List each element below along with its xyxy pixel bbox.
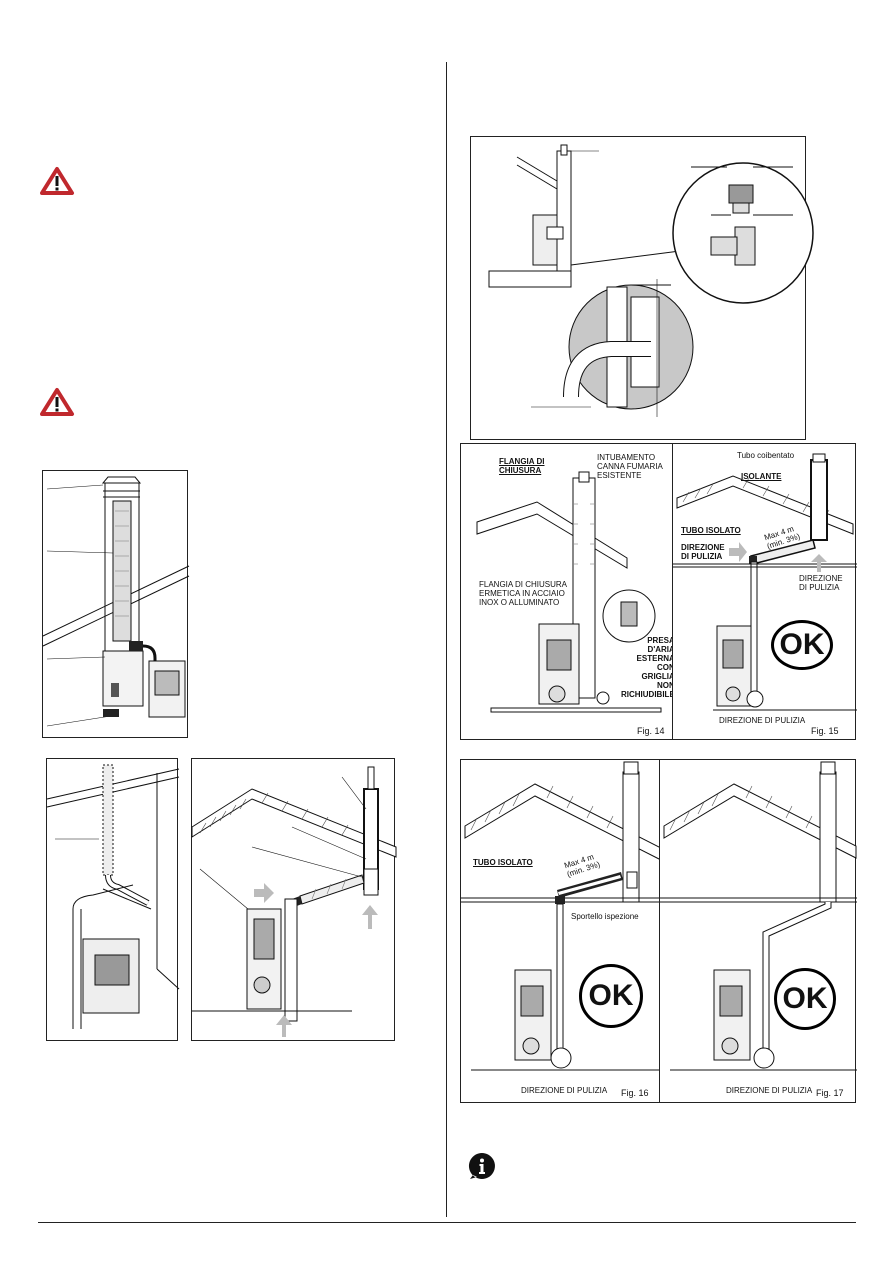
info-icon bbox=[468, 1152, 496, 1180]
figure-wall-section bbox=[470, 136, 814, 440]
warning-triangle-icon bbox=[40, 388, 74, 416]
direzione-pulizia: DIREZIONE DI PULIZIA bbox=[726, 1086, 813, 1095]
figure-15: Tubo coibentato ISOLANTE TUBO ISOLATO Ma… bbox=[672, 443, 857, 740]
footer-rule bbox=[38, 1222, 856, 1223]
figure-room-perspective bbox=[46, 758, 180, 1041]
figure-label: Fig. 15 bbox=[811, 726, 839, 736]
tubo-coibentato-label: Tubo coibentato bbox=[737, 451, 795, 460]
figure-label: Fig. 14 bbox=[637, 726, 665, 736]
figure-16: TUBO ISOLATO Max 4 m(min. 3%) Sportello … bbox=[460, 759, 662, 1103]
ok-badge: OK bbox=[579, 964, 643, 1028]
isolante-label: ISOLANTE bbox=[741, 472, 782, 481]
figure-17: OK DIREZIONE DI PULIZIA Fig. 17 bbox=[659, 759, 857, 1103]
ok-badge: OK bbox=[774, 968, 836, 1030]
figure-attic-connection bbox=[191, 758, 397, 1041]
ok-badge: OK bbox=[771, 620, 833, 670]
direzione-pulizia: DIREZIONE DI PULIZIA bbox=[521, 1086, 608, 1095]
sportello-label: Sportello ispezione bbox=[571, 912, 639, 921]
figure-chimney-lining bbox=[42, 470, 190, 738]
direzione-pulizia-bottom: DIREZIONE DI PULIZIA bbox=[719, 716, 806, 725]
tubo-isolato-label: TUBO ISOLATO bbox=[681, 526, 741, 535]
column-divider bbox=[446, 62, 447, 1217]
warning-triangle-icon bbox=[40, 167, 74, 195]
figure-label: Fig. 17 bbox=[816, 1088, 844, 1098]
tubo-isolato-label: TUBO ISOLATO bbox=[473, 858, 533, 867]
figure-label: Fig. 16 bbox=[621, 1088, 649, 1098]
